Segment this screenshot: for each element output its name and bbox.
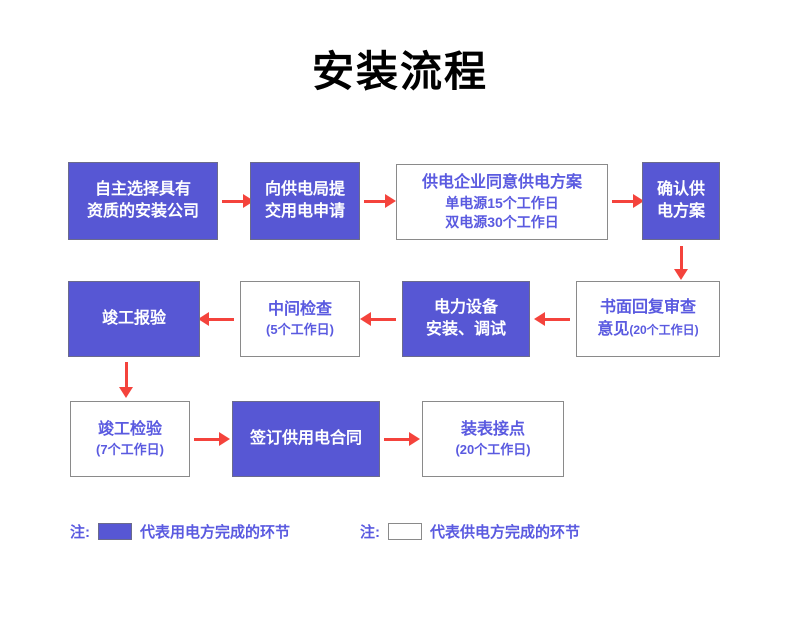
node-line-2: 意见(20个工作日): [597, 319, 698, 341]
node-line-2: (20个工作日): [455, 442, 531, 458]
legend-label: 代表用电方完成的环节: [140, 524, 291, 541]
node-line-1: 装表接点: [460, 421, 525, 439]
node-line-1: 竣工报验: [101, 310, 166, 328]
arrow-n3-to-n4: [612, 190, 644, 212]
page-title: 安装流程: [311, 48, 488, 95]
node-line-1: 供电企业同意供电方案: [421, 174, 582, 192]
node-line-1: 向供电局提: [264, 181, 345, 199]
node-supplier-approves-plan[interactable]: 供电企业同意供电方案 单电源15个工作日 双电源30个工作日: [396, 164, 608, 240]
node-line-3: 双电源30个工作日: [445, 213, 559, 230]
node-confirm-plan[interactable]: 确认供 电方案: [642, 162, 720, 240]
node-line-2-duration: (20个工作日): [629, 323, 699, 337]
node-interim-inspection[interactable]: 中间检查 (5个工作日): [240, 281, 360, 357]
legend-prefix: 注:: [360, 524, 380, 541]
arrow-n2-to-n3: [364, 190, 396, 212]
legend-supplier: 注: 代表供电方完成的环节: [360, 521, 580, 542]
node-line-2: 资质的安装公司: [86, 203, 199, 220]
node-line-1: 自主选择具有: [94, 181, 191, 199]
arrow-n9-to-n10: [194, 428, 230, 450]
node-completion-acceptance[interactable]: 竣工检验 (7个工作日): [70, 401, 190, 477]
node-line-1: 电力设备: [433, 299, 498, 317]
node-written-review-reply[interactable]: 书面回复审查 意见(20个工作日): [576, 281, 720, 357]
node-line-1: 确认供: [656, 181, 705, 199]
arrow-n10-to-n11: [384, 428, 420, 450]
node-equipment-install-debug[interactable]: 电力设备 安装、调试: [402, 281, 530, 357]
legend-swatch-outline: [388, 523, 422, 540]
node-line-2: (5个工作日): [266, 322, 334, 338]
node-line-2: 交用电申请: [264, 203, 345, 220]
arrow-n4-to-n5: [669, 246, 693, 280]
arrow-n7-to-n8: [198, 308, 234, 330]
legend-prefix: 注:: [70, 524, 90, 541]
node-line-2: 单电源15个工作日: [445, 194, 559, 211]
legend-swatch-filled: [98, 523, 132, 540]
arrow-n8-to-n9: [114, 362, 138, 398]
node-line-2-main: 意见: [597, 321, 630, 338]
node-line-1: 中间检查: [267, 301, 332, 319]
arrow-n5-to-n6: [534, 308, 570, 330]
node-line-2: (7个工作日): [96, 442, 164, 458]
arrow-n1-to-n2: [222, 190, 254, 212]
node-completion-report[interactable]: 竣工报验: [68, 281, 200, 357]
arrow-n6-to-n7: [360, 308, 396, 330]
legend-consumer: 注: 代表用电方完成的环节: [70, 521, 290, 542]
node-line-1: 签订供用电合同: [249, 430, 362, 448]
legend-label: 代表供电方完成的环节: [430, 524, 581, 541]
node-line-1: 书面回复审查: [599, 299, 696, 317]
node-select-installer[interactable]: 自主选择具有 资质的安装公司: [68, 162, 218, 240]
node-meter-installation[interactable]: 装表接点 (20个工作日): [422, 401, 564, 477]
node-sign-contract[interactable]: 签订供用电合同: [232, 401, 380, 477]
node-line-2: 电方案: [656, 203, 705, 220]
node-line-2: 安装、调试: [425, 321, 506, 338]
node-submit-application[interactable]: 向供电局提 交用电申请: [250, 162, 360, 240]
node-line-1: 竣工检验: [97, 421, 162, 439]
